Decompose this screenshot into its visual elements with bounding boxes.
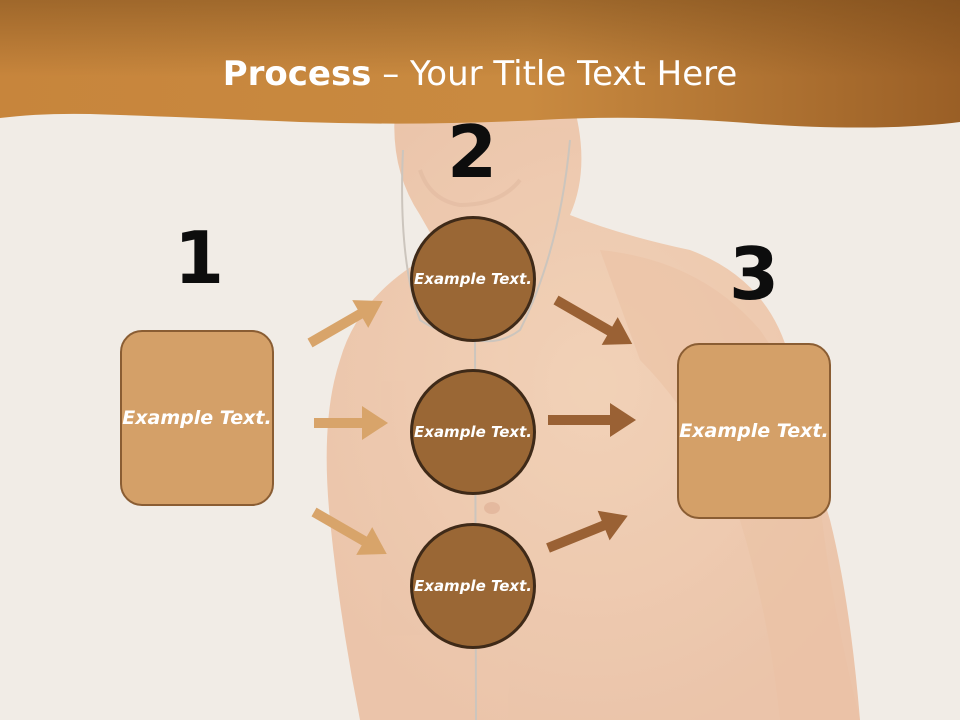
circle-bottom-text: Example Text. — [414, 576, 532, 595]
right-process-box: Example Text. — [677, 343, 831, 519]
left-box-text: Example Text. — [122, 406, 272, 429]
process-circle-top: Example Text. — [410, 216, 536, 342]
slide-title: Process – Your Title Text Here — [0, 50, 960, 98]
arrow-middle-to-right — [548, 403, 636, 437]
arrow-left-to-bottom — [311, 507, 387, 555]
arrow-bottom-to-right — [546, 510, 628, 553]
process-circle-bottom: Example Text. — [410, 523, 536, 649]
arrow-top-to-right — [553, 295, 633, 345]
left-process-box: Example Text. — [120, 330, 274, 506]
circle-middle-text: Example Text. — [414, 422, 532, 441]
right-box-text: Example Text. — [679, 419, 829, 442]
arrow-left-to-top — [307, 300, 383, 348]
process-circle-middle: Example Text. — [410, 369, 536, 495]
title-rest: – Your Title Text Here — [371, 54, 738, 94]
circle-top-text: Example Text. — [414, 269, 532, 288]
step-number-3: 3 — [728, 232, 780, 316]
step-number-2: 2 — [446, 110, 498, 194]
arrow-left-to-middle — [314, 406, 388, 440]
step-number-1: 1 — [173, 216, 225, 300]
title-bold: Process — [222, 54, 372, 94]
